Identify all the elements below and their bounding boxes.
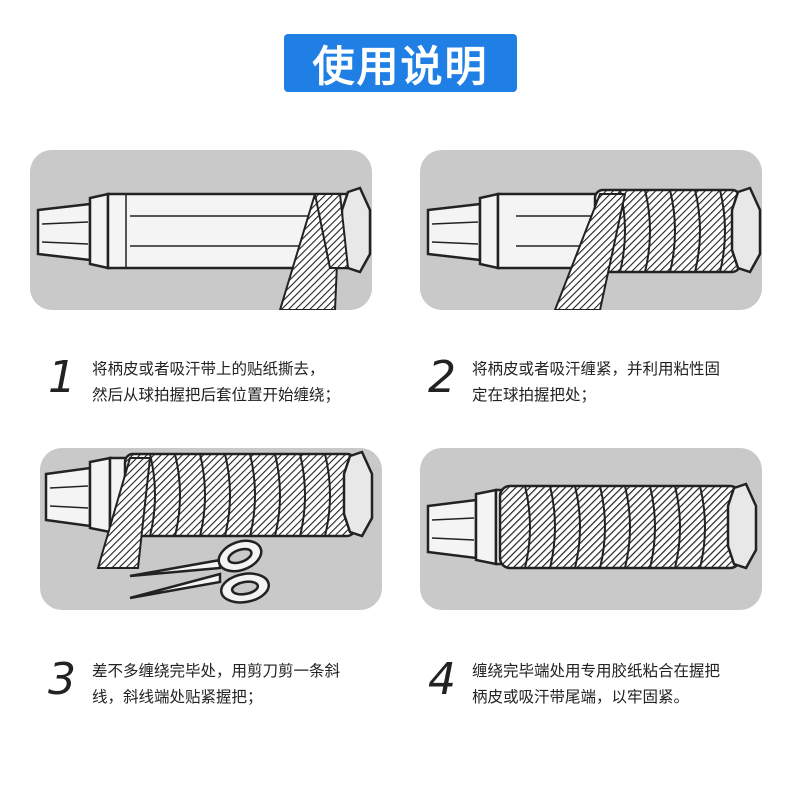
step-3: 3 差不多缠绕完毕处，用剪刀剪一条斜 线，斜线端处贴紧握把； [48,654,388,710]
illustration-step-1 [30,150,372,310]
handle-finished-illustration-icon [426,482,758,570]
illustration-step-3 [40,448,382,610]
step-description: 将柄皮或者吸汗带上的贴纸撕去， 然后从球拍握把后套位置开始缠绕； [92,360,341,404]
step-4: 4 缠绕完毕端处用专用胶纸粘合在握把 柄皮或吸汗带尾端，以牢固紧。 [428,654,773,710]
step-description: 将柄皮或者吸汗缠紧，并利用粘性固 定在球拍握把处； [472,360,721,404]
handle-scissors-illustration-icon [44,450,374,604]
handle-illustration-icon [36,186,372,310]
step-number: 1 [48,352,76,403]
step-2: 2 将柄皮或者吸汗缠紧，并利用粘性固 定在球拍握把处； [428,352,773,408]
step-number: 3 [48,654,76,705]
illustration-step-4 [420,448,762,610]
step-1: 1 将柄皮或者吸汗带上的贴纸撕去， 然后从球拍握把后套位置开始缠绕； [48,352,378,408]
step-description: 差不多缠绕完毕处，用剪刀剪一条斜 线，斜线端处贴紧握把； [92,662,341,706]
handle-illustration-icon [426,186,762,310]
illustration-step-2 [420,150,762,310]
step-description: 缠绕完毕端处用专用胶纸粘合在握把 柄皮或吸汗带尾端，以牢固紧。 [472,662,721,706]
page-title: 使用说明 [284,34,517,92]
scissors-icon [129,539,271,604]
step-number: 4 [428,654,456,705]
step-number: 2 [428,352,456,403]
